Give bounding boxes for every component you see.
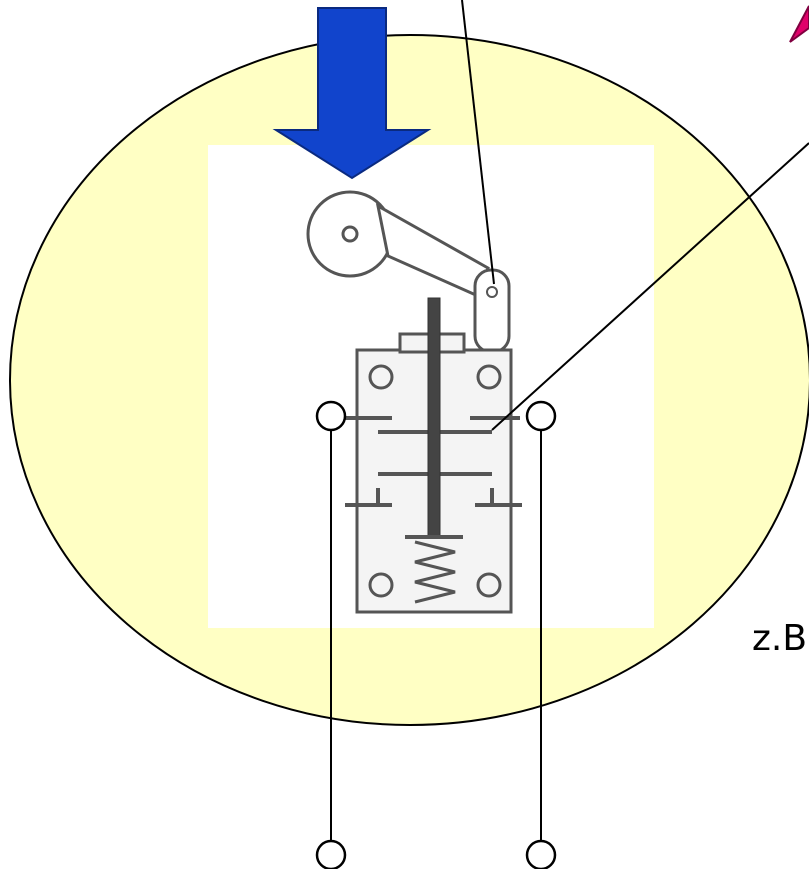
- plunger-rod: [427, 297, 441, 537]
- screw-icon: [368, 572, 394, 598]
- arrow-up-right-icon: [789, 5, 809, 43]
- circle-terminal-icon: [315, 400, 347, 432]
- screw-icon: [476, 572, 502, 598]
- spring-icon: [414, 540, 456, 604]
- roller-axle: [341, 225, 359, 243]
- wiring: [330, 430, 542, 845]
- circle-terminal-icon: [525, 400, 557, 432]
- screw-icon: [368, 364, 394, 390]
- example-caption: z.B: [752, 618, 808, 659]
- pusher-pin: [486, 286, 498, 298]
- plunger-pusher: [473, 268, 511, 354]
- arrow-down-icon: [272, 7, 432, 180]
- screw-icon: [476, 364, 502, 390]
- circle-terminal-icon: [525, 839, 557, 871]
- limit-switch-drawing: [306, 190, 522, 614]
- terminals: [315, 400, 557, 871]
- leader-line-pusher: [461, 0, 495, 285]
- leader-line-contact: [491, 142, 809, 431]
- circle-terminal-icon: [315, 839, 347, 871]
